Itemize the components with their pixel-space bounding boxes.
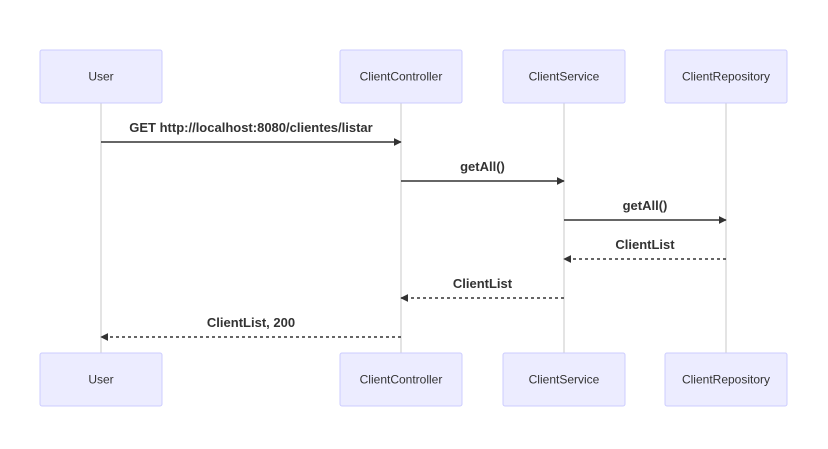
actor-box xyxy=(39,352,163,407)
message-label: ClientList xyxy=(453,276,513,291)
actors-top: User ClientController ClientService ClientR… xyxy=(39,49,788,104)
actor-label: ClientService xyxy=(529,70,600,84)
actor-repository-top: ClientRepository xyxy=(664,49,788,104)
actor-label: User xyxy=(88,373,113,387)
lifelines xyxy=(100,103,727,353)
actor-box xyxy=(502,352,626,407)
actor-label: ClientRepository xyxy=(682,70,770,84)
actor-box xyxy=(502,49,626,104)
actor-label: ClientController xyxy=(360,373,443,387)
message-4: ClientList xyxy=(563,237,726,263)
actor-label: ClientRepository xyxy=(682,373,770,387)
actor-box xyxy=(339,49,463,104)
actor-box xyxy=(39,49,163,104)
actor-user-bottom: User xyxy=(39,352,163,407)
messages: GET http://localhost:8080/clientes/lista… xyxy=(100,120,727,341)
actor-service-bottom: ClientService xyxy=(502,352,626,407)
message-label: ClientList, 200 xyxy=(207,315,295,330)
actor-controller-bottom: ClientController xyxy=(339,352,463,407)
actor-box xyxy=(664,352,788,407)
message-5: ClientList xyxy=(400,276,564,302)
actor-label: User xyxy=(88,70,113,84)
message-label: GET http://localhost:8080/clientes/lista… xyxy=(129,120,372,135)
actor-box xyxy=(339,352,463,407)
message-1: GET http://localhost:8080/clientes/lista… xyxy=(101,120,402,146)
message-label: ClientList xyxy=(615,237,675,252)
actor-label: ClientService xyxy=(529,373,600,387)
actor-label: ClientController xyxy=(360,70,443,84)
message-3: getAll() xyxy=(564,198,727,224)
actor-repository-bottom: ClientRepository xyxy=(664,352,788,407)
message-6: ClientList, 200 xyxy=(100,315,401,341)
actor-service-top: ClientService xyxy=(502,49,626,104)
message-2: getAll() xyxy=(401,159,565,185)
actor-controller-top: ClientController xyxy=(339,49,463,104)
message-label: getAll() xyxy=(460,159,505,174)
actors-bottom: User ClientController ClientService ClientR… xyxy=(39,352,788,407)
message-label: getAll() xyxy=(623,198,668,213)
actor-box xyxy=(664,49,788,104)
actor-user-top: User xyxy=(39,49,163,104)
